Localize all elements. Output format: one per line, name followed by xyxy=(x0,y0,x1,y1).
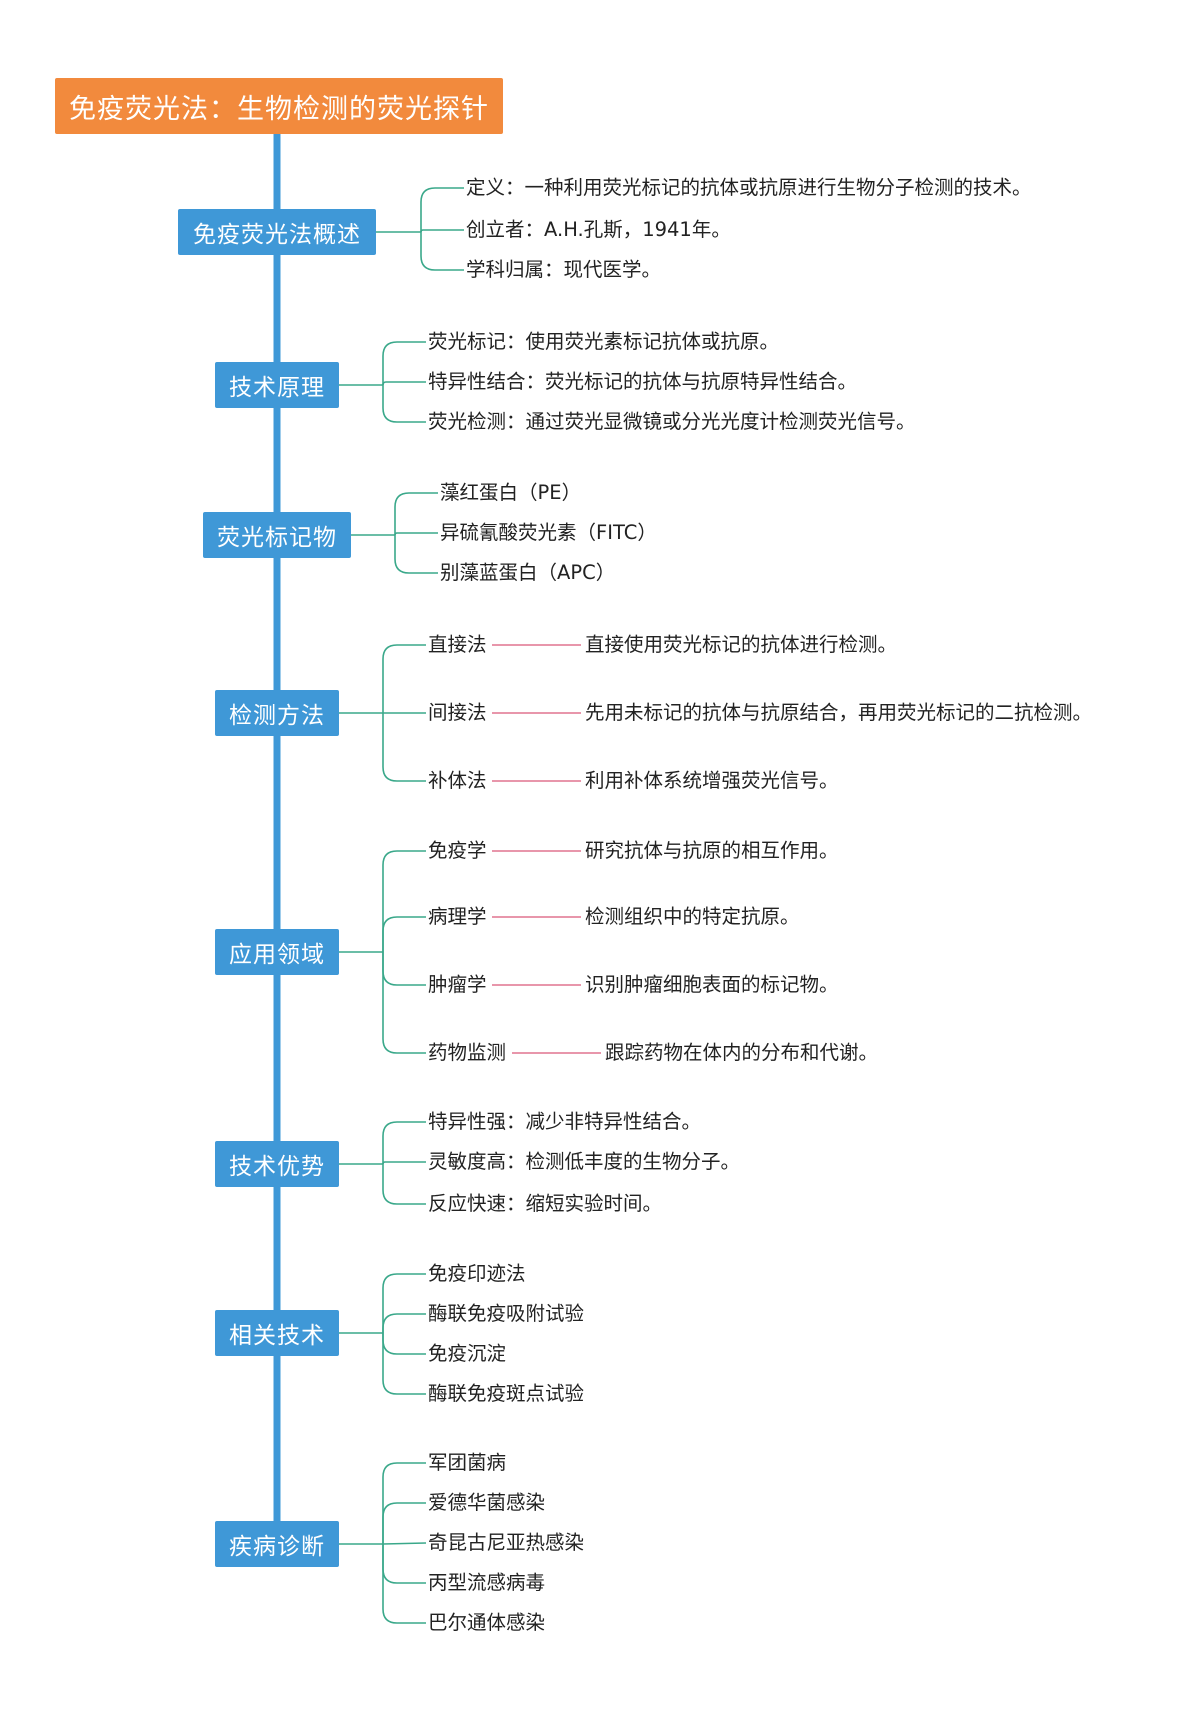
leaf-item: 灵敏度高：检测低丰度的生物分子。 xyxy=(428,1150,741,1173)
branch-node: 疾病诊断 xyxy=(215,1521,339,1567)
root-node: 免疫荧光法：生物检测的荧光探针 xyxy=(55,78,503,134)
leaf-item: 药物监测 xyxy=(428,1041,507,1064)
leaf-connector xyxy=(382,1544,426,1584)
leaf-connector xyxy=(382,1333,426,1395)
leaf-connector xyxy=(382,1313,426,1333)
leaf-item: 特异性结合：荧光标记的抗体与抗原特异性结合。 xyxy=(428,370,858,393)
leaf-connector xyxy=(382,381,426,386)
leaf-item: 藻红蛋白（PE） xyxy=(440,481,582,504)
leaf-item: 病理学 xyxy=(428,905,487,928)
leaf-connector xyxy=(382,1121,426,1164)
leaf-connector xyxy=(420,232,464,271)
leaf-item: 定义：一种利用荧光标记的抗体或抗原进行生物分子检测的技术。 xyxy=(466,176,1032,199)
leaf-connector xyxy=(382,1273,426,1333)
leaf-item: 异硫氰酸荧光素（FITC） xyxy=(440,521,657,544)
leaf-item: 肿瘤学 xyxy=(428,973,487,996)
leaf-detail: 检测组织中的特定抗原。 xyxy=(585,905,800,928)
leaf-connector xyxy=(382,713,426,782)
leaf-detail: 先用未标记的抗体与抗原结合，再用荧光标记的二抗检测。 xyxy=(585,701,1093,724)
leaf-item: 爱德华菌感染 xyxy=(428,1491,546,1514)
leaf-connector xyxy=(382,850,426,952)
leaf-detail: 识别肿瘤细胞表面的标记物。 xyxy=(585,973,839,996)
leaf-connector xyxy=(382,644,426,713)
leaf-item: 荧光检测：通过荧光显微镜或分光光度计检测荧光信号。 xyxy=(428,410,916,433)
leaf-item: 奇昆古尼亚热感染 xyxy=(428,1531,585,1554)
leaf-connector xyxy=(420,187,464,232)
branch-node: 检测方法 xyxy=(215,690,339,736)
leaf-item: 免疫学 xyxy=(428,839,487,862)
leaf-connector xyxy=(394,532,438,536)
leaf-item: 特异性强：减少非特异性结合。 xyxy=(428,1110,702,1133)
branch-node: 技术原理 xyxy=(215,362,339,408)
leaf-connector xyxy=(420,229,464,233)
leaf-connector xyxy=(382,916,426,952)
leaf-connector xyxy=(382,1502,426,1544)
leaf-item: 免疫印迹法 xyxy=(428,1262,526,1285)
leaf-connector xyxy=(394,535,438,574)
leaf-item: 军团菌病 xyxy=(428,1451,507,1474)
leaf-item: 间接法 xyxy=(428,701,487,724)
leaf-connector xyxy=(382,952,426,986)
leaf-item: 学科归属：现代医学。 xyxy=(466,258,662,281)
leaf-connector xyxy=(382,341,426,385)
branch-node: 应用领域 xyxy=(215,929,339,975)
leaf-item: 免疫沉淀 xyxy=(428,1342,507,1365)
leaf-item: 别藻蓝蛋白（APC） xyxy=(440,561,616,584)
leaf-detail: 利用补体系统增强荧光信号。 xyxy=(585,769,839,792)
leaf-connector xyxy=(382,1164,426,1205)
leaf-item: 巴尔通体感染 xyxy=(428,1611,546,1634)
leaf-item: 创立者：A.H.孔斯，1941年。 xyxy=(466,218,731,241)
branch-node: 技术优势 xyxy=(215,1141,339,1187)
leaf-detail: 跟踪药物在体内的分布和代谢。 xyxy=(605,1041,879,1064)
leaf-connector xyxy=(382,1161,426,1165)
leaf-item: 直接法 xyxy=(428,633,487,656)
branch-node: 免疫荧光法概述 xyxy=(178,209,376,255)
branch-node: 荧光标记物 xyxy=(203,512,351,558)
leaf-item: 反应快速：缩短实验时间。 xyxy=(428,1192,663,1215)
leaf-connector xyxy=(382,1544,426,1624)
branch-node: 相关技术 xyxy=(215,1310,339,1356)
leaf-item: 补体法 xyxy=(428,769,487,792)
leaf-item: 酶联免疫斑点试验 xyxy=(428,1382,585,1405)
leaf-connector xyxy=(382,1462,426,1544)
leaf-item: 荧光标记：使用荧光素标记抗体或抗原。 xyxy=(428,330,780,353)
leaf-connector xyxy=(382,952,426,1054)
leaf-connector xyxy=(382,1542,427,1545)
leaf-connector xyxy=(382,385,426,423)
leaf-item: 丙型流感病毒 xyxy=(428,1571,546,1594)
leaf-connector xyxy=(394,492,438,535)
leaf-detail: 直接使用荧光标记的抗体进行检测。 xyxy=(585,633,898,656)
leaf-detail: 研究抗体与抗原的相互作用。 xyxy=(585,839,839,862)
leaf-item: 酶联免疫吸附试验 xyxy=(428,1302,585,1325)
leaf-connector xyxy=(382,1333,426,1355)
